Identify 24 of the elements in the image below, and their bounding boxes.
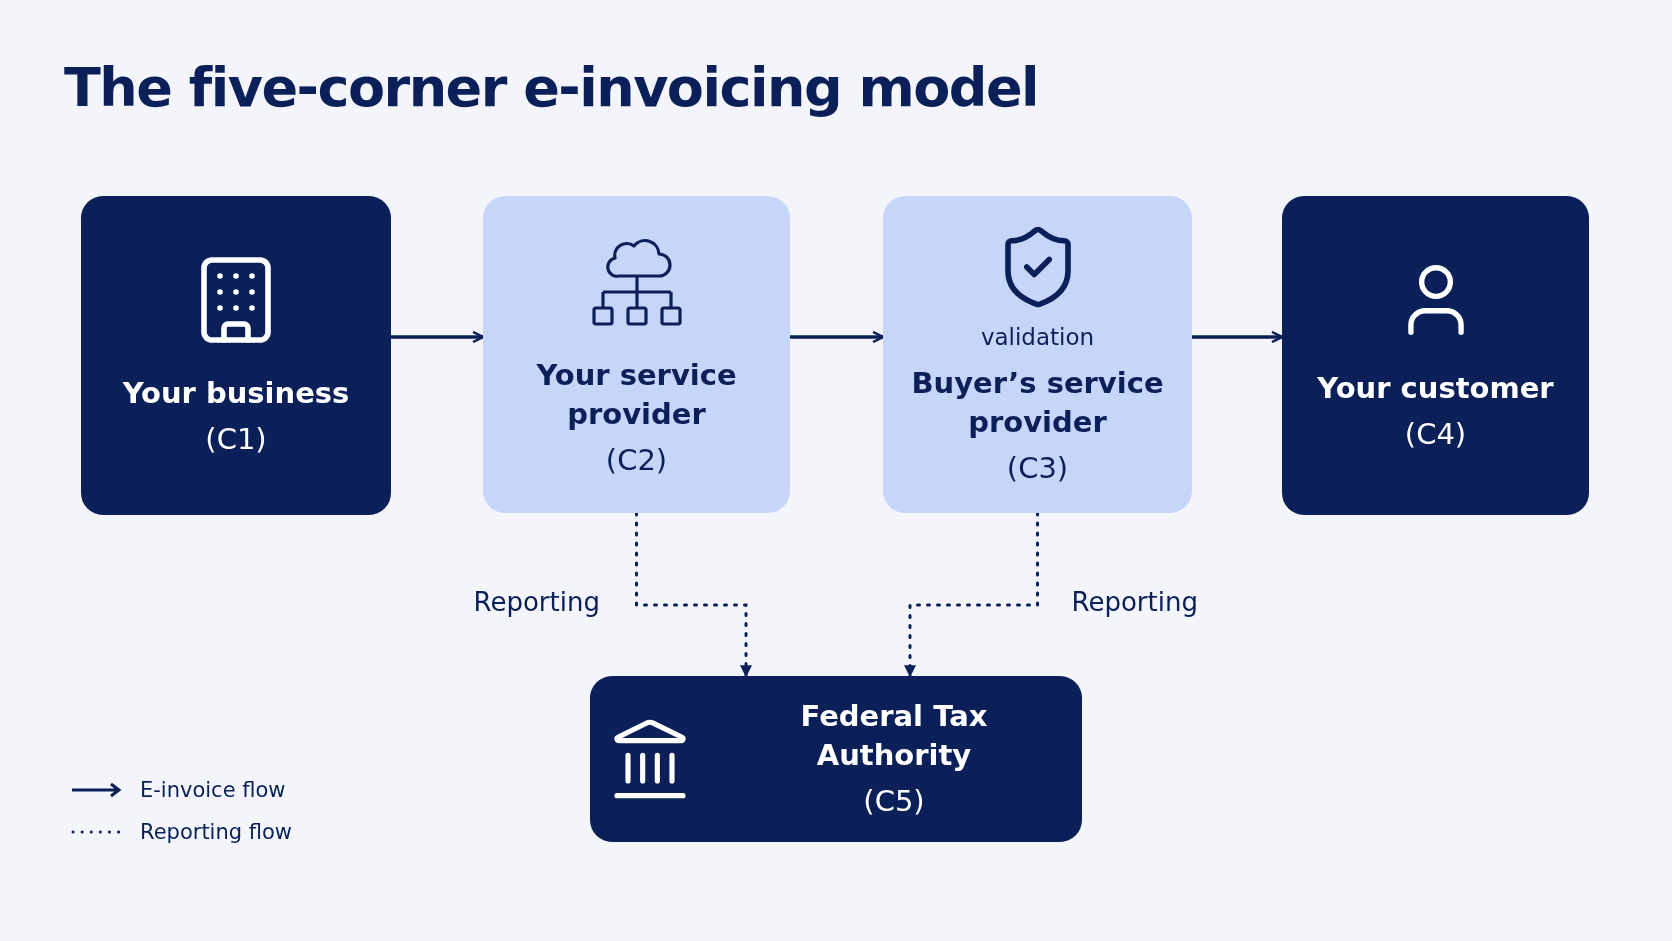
legend-label: E-invoice flow: [140, 778, 286, 802]
node-note: validation: [980, 322, 1095, 352]
corner-card: [590, 676, 1082, 842]
node-code: (C1): [205, 421, 267, 458]
title: The five-corner e-invoicing model: [64, 56, 1039, 119]
dotted-arrow: [635, 511, 752, 678]
corner-card: [483, 196, 790, 513]
corner-card: [883, 196, 1192, 513]
node-code: (C5): [863, 783, 925, 820]
node-code: (C2): [605, 441, 668, 479]
node-code: (C4): [1404, 416, 1467, 453]
node-title: Buyer’s service provider: [910, 364, 1165, 441]
arrow: [389, 330, 485, 344]
corner-card: [81, 196, 391, 515]
corner-card: [1282, 196, 1589, 515]
node-title: Your service provider: [535, 356, 738, 433]
node-code: (C3): [1006, 449, 1069, 487]
node-title: Your business: [122, 375, 350, 412]
node-title: Your customer: [1317, 370, 1554, 407]
dotted-arrow: [904, 511, 1039, 678]
arrow: [1190, 330, 1284, 344]
node-title: Federal Tax Authority: [799, 698, 989, 774]
legend-label: Reporting flow: [140, 820, 292, 844]
arrow: [788, 330, 885, 344]
